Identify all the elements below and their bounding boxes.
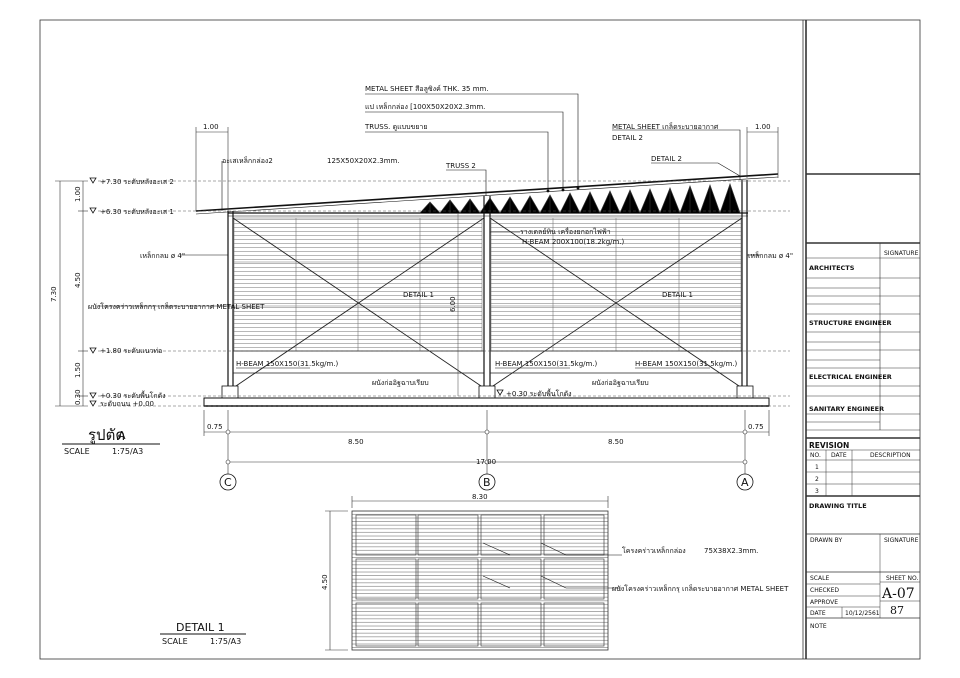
callout-vent-sheet: METAL SHEET เกล็ดระบายอากาศ	[612, 122, 719, 131]
tb-sheet-no-label: SHEET NO.	[886, 575, 918, 582]
tb-signature: SIGNATURE	[884, 250, 919, 257]
callout-wall-note: ผนังโครงคร่าวเหล็กกรุ เกล็ดระบายอากาศ ME…	[88, 302, 265, 311]
top-dim-right: 1.00	[755, 123, 771, 131]
tb-note: NOTE	[810, 623, 827, 630]
top-dim-left: 1.00	[203, 123, 219, 131]
tb-rev-col-desc: DESCRIPTION	[870, 452, 911, 459]
section-scale-value: 1:75/A3	[112, 447, 143, 456]
level-label-4: +0.30 ระดับพื้นโกดัง	[100, 389, 166, 400]
callout-pipe-right: เหล็กกลม ø 4"	[748, 251, 793, 260]
callout-tie-beam: อะเสเหล็กกล่อง2	[222, 156, 273, 165]
callout-hbeam-top: H-BEAM 200X100(18.2kg/m.)	[522, 238, 625, 246]
bdim-2: 8.50	[348, 438, 364, 446]
detail1-height-dim: 4.50	[321, 574, 329, 590]
title-block	[806, 173, 920, 619]
height-dim: 6.00	[449, 296, 457, 312]
tb-structure: STRUCTURE ENGINEER	[809, 319, 892, 327]
tb-sheet-count: 87	[890, 604, 904, 617]
level-label-1: +7.30 ระดับหลังอะเส 2	[100, 178, 174, 186]
section-a: +7.30 ระดับหลังอะเส 2 +6.30 ระดับหลังอะเ…	[50, 85, 793, 491]
vdim-total: 7.30	[50, 286, 58, 302]
tb-date: DATE	[810, 610, 826, 617]
detail1-scale-value: 1:75/A3	[210, 637, 241, 646]
level-label-5: ระดับถนน +0.00	[100, 400, 154, 408]
detail1-note2: ผนังโครงคร่าวเหล็กกรุ เกล็ดระบายอากาศ ME…	[612, 584, 789, 593]
tb-signature2: SIGNATURE	[884, 537, 919, 544]
bdim-4: 0.75	[748, 423, 764, 431]
tb-sheet-no: A-07	[881, 586, 915, 602]
callout-block-r: ผนังก่ออิฐฉาบเรียบ	[592, 379, 649, 387]
callout-detail2-a: DETAIL 2	[612, 134, 643, 142]
x-bracing	[232, 217, 743, 389]
callout-truss2: TRUSS 2	[445, 162, 476, 170]
callout-detail2-b: DETAIL 2	[651, 155, 682, 163]
detail1-scale-label: SCALE	[162, 637, 188, 646]
sheet-border	[39, 19, 921, 660]
detail1-title: DETAIL 1	[176, 621, 225, 634]
tb-approve: APPROVE	[810, 599, 838, 606]
tb-electrical: ELECTRICAL ENGINEER	[809, 373, 892, 381]
grid-c: C	[224, 476, 232, 489]
tb-rev-row-2: 2	[815, 476, 819, 483]
callout-metal-sheet: METAL SHEET สีอลูซิงค์ THK. 35 mm.	[365, 85, 489, 93]
level-label-2: +6.30 ระดับหลังอะเส 1	[100, 208, 174, 216]
tb-scale: SCALE	[810, 575, 829, 582]
vdim-4: 0.30	[74, 389, 82, 405]
columns	[227, 180, 748, 398]
tb-architects: ARCHITECTS	[809, 264, 855, 272]
tb-revision: REVISION	[809, 441, 849, 450]
callout-purlin: แป เหล็กกล่อง [100X50X20X2.3mm.	[365, 102, 485, 111]
callout-tie-beam-size: 125X50X20X2.3mm.	[327, 157, 400, 165]
callout-hbeam-1: H-BEAM 150X150(31.5kg/m.)	[236, 360, 339, 368]
bdim-3: 8.50	[608, 438, 624, 446]
tb-sanitary: SANITARY ENGINEER	[809, 405, 884, 413]
detail-1: 8.30 4.50 โครงคร่าวเหล็กกล่อง 75X38X2.3m…	[160, 493, 789, 651]
roof-line	[195, 173, 779, 212]
vdim-1: 1.00	[74, 186, 82, 202]
tb-rev-col-date: DATE	[831, 452, 847, 459]
bdim-1: 0.75	[207, 423, 223, 431]
section-title-letter: A	[118, 429, 126, 442]
tb-drawn-by: DRAWN BY	[810, 537, 842, 544]
tb-rev-row-1: 1	[815, 464, 819, 471]
callout-hbeam-2: H-BEAM 150X150(31.5kg/m.)	[495, 360, 598, 368]
callout-detail1-r: DETAIL 1	[662, 291, 693, 299]
tb-date-value: 10/12/2561	[845, 610, 880, 617]
level-label-right: +0.30 ระดับพื้นโกดัง	[506, 387, 572, 398]
truss-web	[419, 182, 741, 215]
callout-rail: รางเดลย์ทิน เครื่องยกอกไฟฟ้า	[520, 227, 611, 236]
total-dim: 17.00	[476, 458, 496, 466]
tb-rev-col-no: NO.	[810, 452, 821, 459]
detail1-note1-size: 75X38X2.3mm.	[704, 547, 758, 555]
title-block-text: SIGNATURE ARCHITECTS STRUCTURE ENGINEER …	[809, 250, 919, 630]
callout-hbeam-3: H-BEAM 150X150(31.5kg/m.)	[635, 360, 738, 368]
vdim-2: 4.50	[74, 272, 82, 288]
callout-detail1-l: DETAIL 1	[403, 291, 434, 299]
grid-b: B	[483, 476, 491, 489]
section-scale-label: SCALE	[64, 447, 90, 456]
level-label-3: +1.80 ระดับแนวท่อ	[100, 347, 162, 355]
callout-truss: TRUSS. ดูแบบขยาย	[364, 123, 427, 131]
detail1-note1: โครงคร่าวเหล็กกล่อง	[622, 546, 686, 555]
callout-pipe-left: เหล็กกลม ø 4"	[140, 251, 185, 260]
section-title: รูปตัด	[88, 426, 125, 444]
tb-rev-row-3: 3	[815, 488, 819, 495]
detail1-width-dim: 8.30	[472, 493, 488, 501]
callout-block-l: ผนังก่ออิฐฉาบเรียบ	[372, 379, 429, 387]
grid-a: A	[741, 476, 749, 489]
vdim-3: 1.50	[74, 362, 82, 378]
tb-checked: CHECKED	[810, 587, 839, 594]
tb-drawing-title: DRAWING TITLE	[809, 502, 867, 510]
